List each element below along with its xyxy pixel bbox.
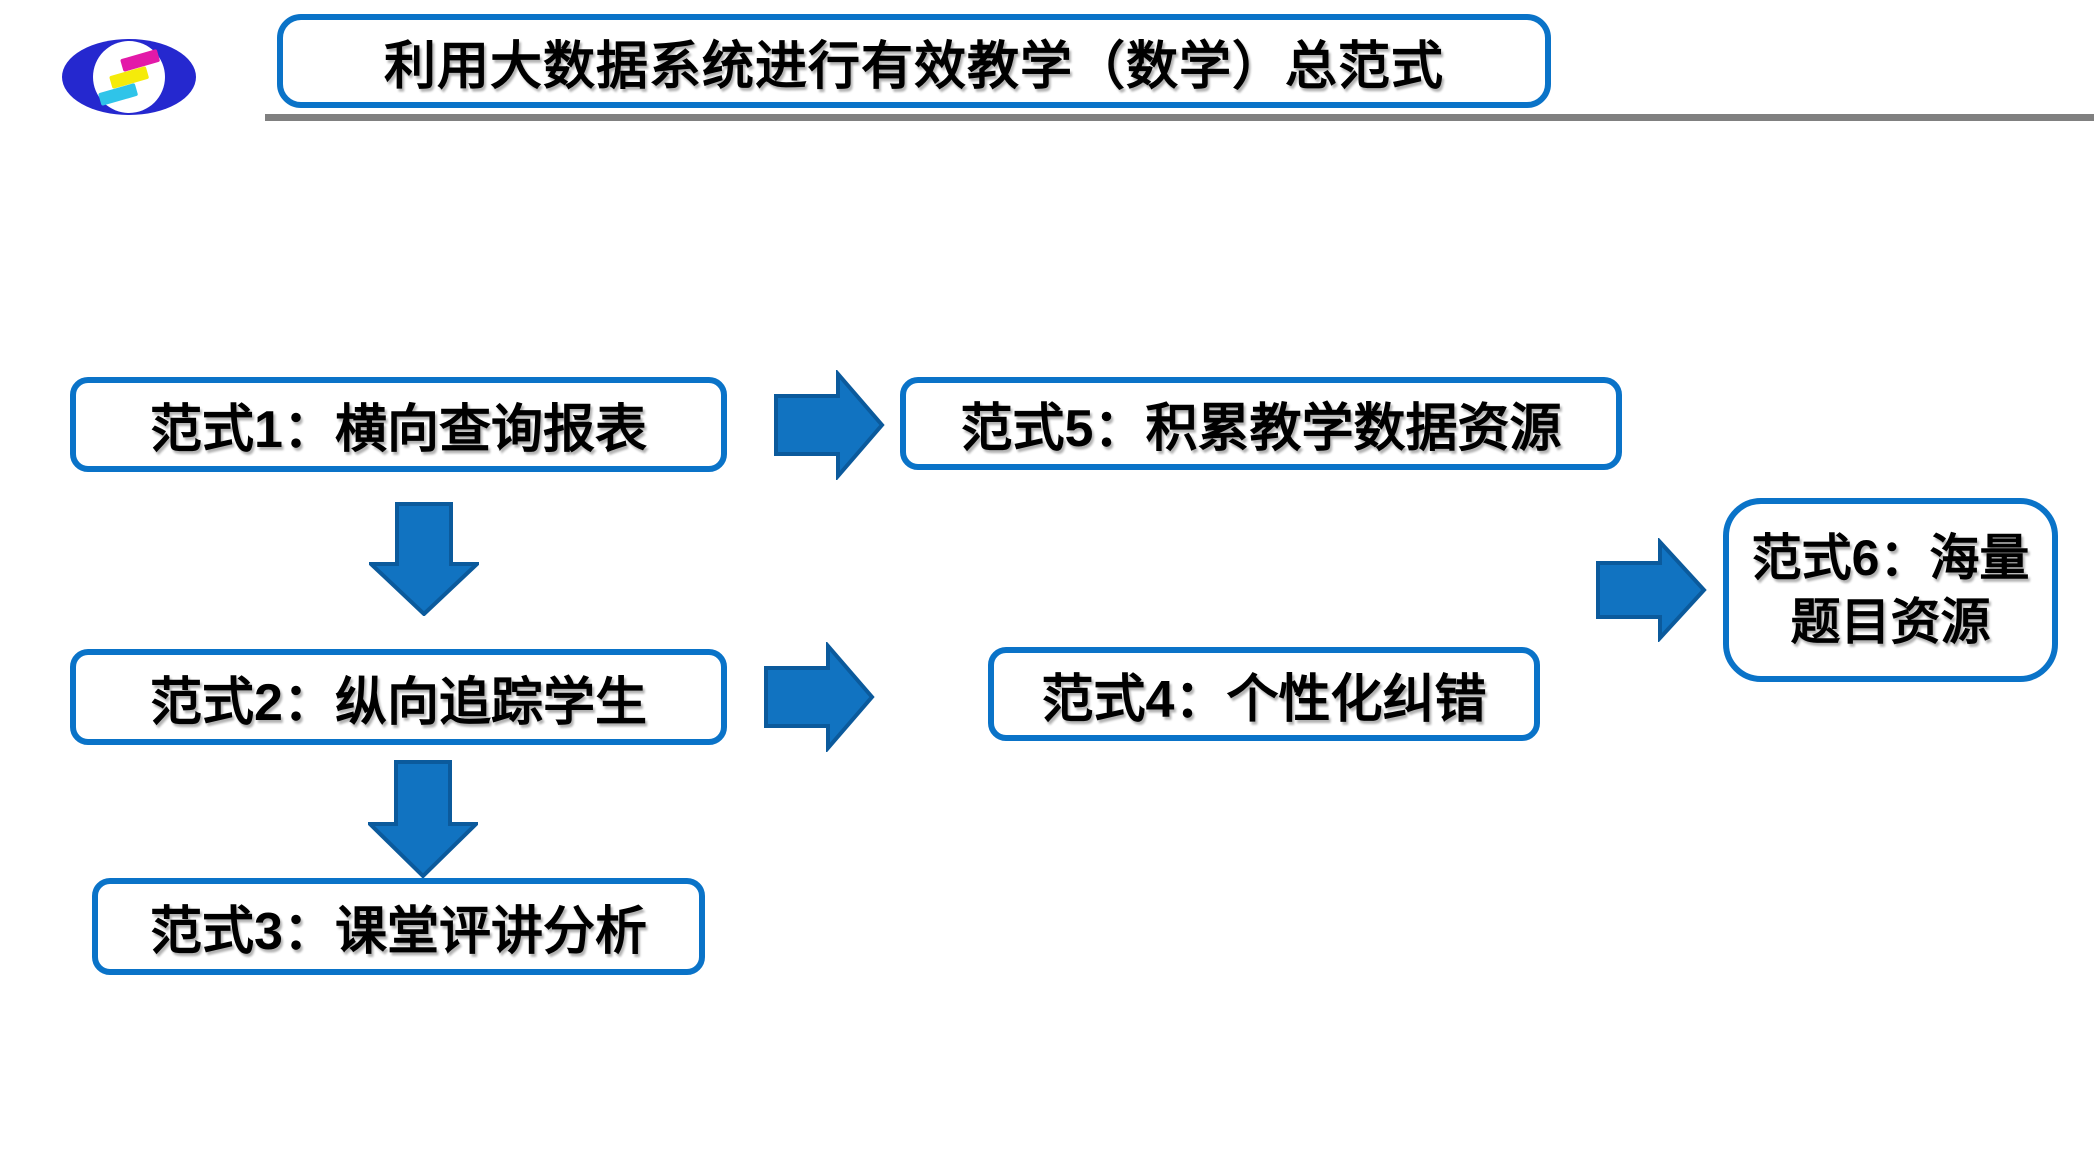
node-paradigm-4-label: 范式4：个性化纠错	[1041, 670, 1487, 729]
arrow-down-p2-p3-icon	[368, 760, 478, 878]
node-paradigm-5: 范式5：积累教学数据资源	[900, 377, 1622, 470]
arrow-right-p1-p5-icon	[774, 370, 886, 480]
node-paradigm-4: 范式4：个性化纠错	[988, 647, 1540, 741]
node-paradigm-6-label: 范式6：海量题目资源	[1751, 530, 2030, 650]
node-paradigm-5-label: 范式5：积累教学数据资源	[960, 400, 1562, 458]
node-paradigm-2: 范式2：纵向追踪学生	[70, 649, 727, 745]
arrow-right-p2-p4-icon	[764, 642, 876, 752]
node-paradigm-3: 范式3：课堂评讲分析	[92, 878, 705, 975]
title-underline	[265, 114, 2094, 121]
node-paradigm-1-label: 范式1：横向查询报表	[150, 401, 647, 459]
node-paradigm-1: 范式1：横向查询报表	[70, 377, 727, 472]
school-logo-icon	[60, 38, 198, 116]
slide-title: 利用大数据系统进行有效教学（数学）总范式	[383, 37, 1444, 96]
arrow-right-p6-icon	[1596, 538, 1708, 642]
slide-title-box: 利用大数据系统进行有效教学（数学）总范式	[277, 14, 1551, 108]
node-paradigm-3-label: 范式3：课堂评讲分析	[150, 903, 647, 961]
arrow-down-p1-p2-icon	[369, 502, 479, 616]
node-paradigm-6: 范式6：海量题目资源	[1723, 498, 2058, 682]
node-paradigm-2-label: 范式2：纵向追踪学生	[150, 673, 647, 732]
